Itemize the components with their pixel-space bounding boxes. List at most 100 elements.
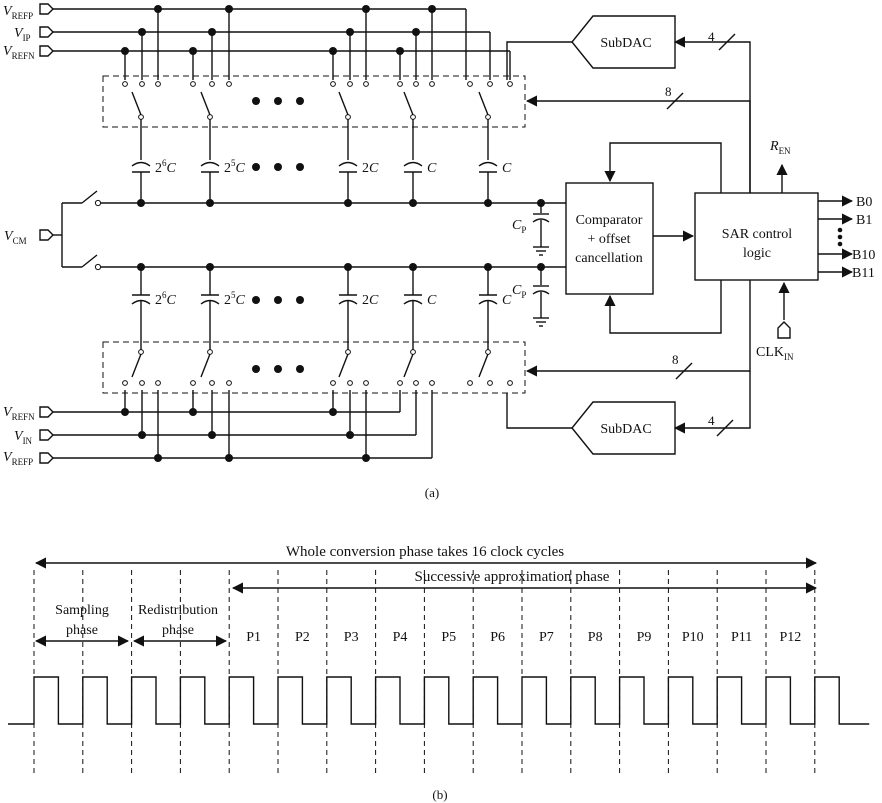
phase-label-p3: P3 bbox=[344, 630, 359, 645]
top-cap-label-0: 26C bbox=[155, 158, 177, 176]
phase-label-p5: P5 bbox=[441, 630, 456, 645]
output-b1: B1 bbox=[856, 213, 872, 228]
bus-8-top-label: 8 bbox=[665, 84, 672, 99]
phase-label-p8: P8 bbox=[588, 630, 603, 645]
bottom-cap-label-4: C bbox=[502, 293, 512, 308]
vin-label: VIN bbox=[14, 429, 33, 446]
caption-b: (b) bbox=[432, 787, 447, 802]
top-capacitor-2: 2C bbox=[338, 119, 379, 203]
top-capacitor-array: 26C 25C 2C C C bbox=[131, 119, 512, 203]
top-cap-label-3: C bbox=[427, 161, 437, 176]
bottom-switch-0 bbox=[122, 349, 161, 386]
bottom-switch-3 bbox=[397, 349, 435, 386]
bottom-cap-label-2: 2C bbox=[362, 293, 379, 308]
top-switch-0 bbox=[122, 81, 161, 120]
phase-label-p4: P4 bbox=[393, 630, 408, 645]
bottom-inputs: VREFN VIN VREFP bbox=[3, 390, 433, 467]
comparator-line-2: + offset bbox=[587, 232, 630, 247]
top-capacitor-0: 26C bbox=[131, 119, 177, 203]
vrefn-bottom-terminal bbox=[39, 406, 54, 418]
top-switch-1 bbox=[190, 81, 232, 120]
top-capacitor-3: C bbox=[403, 119, 437, 203]
vrefn-top-label: VREFN bbox=[3, 44, 35, 61]
clock-waveform bbox=[8, 676, 870, 725]
sar-line-2: logic bbox=[743, 246, 771, 261]
parasitic-caps: CP CP bbox=[512, 199, 550, 327]
subdac-top bbox=[571, 15, 676, 69]
sar-logic-block bbox=[694, 192, 819, 281]
comparator-block bbox=[565, 182, 654, 295]
subdac-bottom bbox=[571, 401, 676, 455]
sar-outputs: B0 B1 B10 B11 bbox=[818, 195, 875, 281]
phase-label-p12: P12 bbox=[780, 630, 802, 645]
phase-dividers bbox=[33, 570, 816, 775]
top-ellipsis bbox=[252, 97, 304, 105]
output-b0: B0 bbox=[856, 195, 872, 210]
redistribution-line-2: phase bbox=[162, 623, 194, 638]
vip-terminal bbox=[39, 26, 54, 38]
bottom-capacitor-1: 25C bbox=[200, 267, 246, 350]
bottom-ellipsis bbox=[252, 365, 304, 373]
vip-label: VIP bbox=[14, 26, 31, 43]
bottom-cap-label-3: C bbox=[427, 293, 437, 308]
top-switch-2 bbox=[330, 81, 369, 120]
vcm-input: VCM bbox=[4, 190, 102, 271]
subdac-top-label: SubDAC bbox=[600, 36, 651, 51]
vrefp-bottom-label: VREFP bbox=[3, 450, 33, 467]
top-switch-array-box bbox=[102, 75, 526, 128]
clk-terminal bbox=[777, 321, 791, 339]
phase-label-p1: P1 bbox=[246, 630, 261, 645]
top-cap-ellipsis bbox=[252, 163, 304, 171]
comparator-line-3: cancellation bbox=[575, 251, 643, 266]
bottom-switch-1 bbox=[190, 349, 232, 386]
top-cap-label-2: 2C bbox=[362, 161, 379, 176]
bus-4-bottom-label: 4 bbox=[708, 413, 715, 428]
output-b11: B11 bbox=[852, 266, 875, 281]
bottom-capacitor-2: 2C bbox=[338, 267, 379, 350]
bottom-switch-array bbox=[122, 349, 513, 386]
bottom-cap-label-0: 26C bbox=[155, 290, 177, 308]
vcm-label: VCM bbox=[4, 229, 27, 246]
bus-4-top-label: 4 bbox=[708, 29, 715, 44]
subdac-bottom-label: SubDAC bbox=[600, 422, 651, 437]
comparator-line-1: Comparator bbox=[576, 213, 643, 228]
sampling-line-1: Sampling bbox=[55, 603, 109, 618]
top-switch-4 bbox=[467, 81, 513, 120]
bottom-cap-label-1: 25C bbox=[224, 290, 246, 308]
bottom-capacitor-3: C bbox=[403, 267, 437, 350]
top-rail-taps bbox=[121, 5, 511, 80]
bottom-switch-array-box bbox=[102, 341, 526, 394]
sampling-line-2: phase bbox=[66, 623, 98, 638]
bottom-cap-ellipsis bbox=[252, 296, 304, 304]
phase-label-p11: P11 bbox=[731, 630, 752, 645]
top-switch-3 bbox=[397, 81, 435, 120]
bottom-switch-2 bbox=[330, 349, 369, 386]
top-cap-label-1: 25C bbox=[224, 158, 246, 176]
vrefp-top-label: VREFP bbox=[3, 4, 33, 21]
top-cap-label-4: C bbox=[502, 161, 512, 176]
bottom-capacitor-4: C bbox=[478, 267, 512, 350]
caption-a: (a) bbox=[425, 485, 439, 500]
output-b10: B10 bbox=[852, 248, 875, 263]
cp-bottom-label: CP bbox=[512, 283, 526, 300]
phase-label-p7: P7 bbox=[539, 630, 554, 645]
cp-top-label: CP bbox=[512, 218, 526, 235]
phase-label-p9: P9 bbox=[637, 630, 652, 645]
phase-label-p10: P10 bbox=[682, 630, 704, 645]
figure-b: Whole conversion phase takes 16 clock cy… bbox=[8, 544, 870, 802]
bottom-capacitor-array: 26C 25C 2C C C bbox=[131, 267, 512, 350]
bottom-capacitor-0: 26C bbox=[131, 267, 177, 350]
phase-label-p2: P2 bbox=[295, 630, 310, 645]
redistribution-line-1: Redistribution bbox=[138, 603, 218, 618]
bottom-switch-4 bbox=[467, 349, 513, 386]
ren-label: REN bbox=[769, 139, 791, 156]
bus-8-bottom-label: 8 bbox=[672, 352, 679, 367]
top-inputs: VREFP VIP VREFN bbox=[3, 3, 511, 80]
vrefn-bottom-label: VREFN bbox=[3, 405, 35, 422]
clk-label: CLKIN bbox=[756, 345, 794, 362]
top-switch-array bbox=[122, 81, 513, 120]
whole-conversion-label: Whole conversion phase takes 16 clock cy… bbox=[286, 544, 564, 560]
vcm-terminal bbox=[39, 229, 54, 241]
vrefp-bottom-terminal bbox=[39, 452, 54, 464]
